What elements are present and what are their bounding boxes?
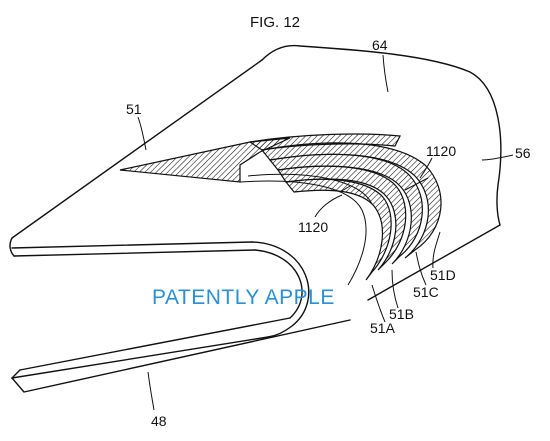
label-48: 48	[151, 413, 167, 429]
label-51C: 51C	[413, 284, 439, 300]
label-51: 51	[126, 101, 142, 117]
leader-lines	[137, 54, 514, 411]
label-56: 56	[515, 145, 531, 161]
figure-title: FIG. 12	[250, 14, 300, 31]
layer-51A	[284, 178, 392, 281]
curved-layers-51A-51D	[239, 142, 442, 286]
label-1120-left: 1120	[298, 219, 328, 235]
label-51D: 51D	[430, 267, 456, 283]
label-51B: 51B	[389, 306, 414, 322]
label-1120-top: 1120	[426, 143, 456, 159]
outer-folded-panel	[9, 44, 502, 393]
watermark: PATENTLY APPLE	[152, 286, 335, 309]
label-51A: 51A	[370, 320, 396, 336]
label-64: 64	[372, 37, 388, 53]
layer-51B	[276, 165, 407, 271]
